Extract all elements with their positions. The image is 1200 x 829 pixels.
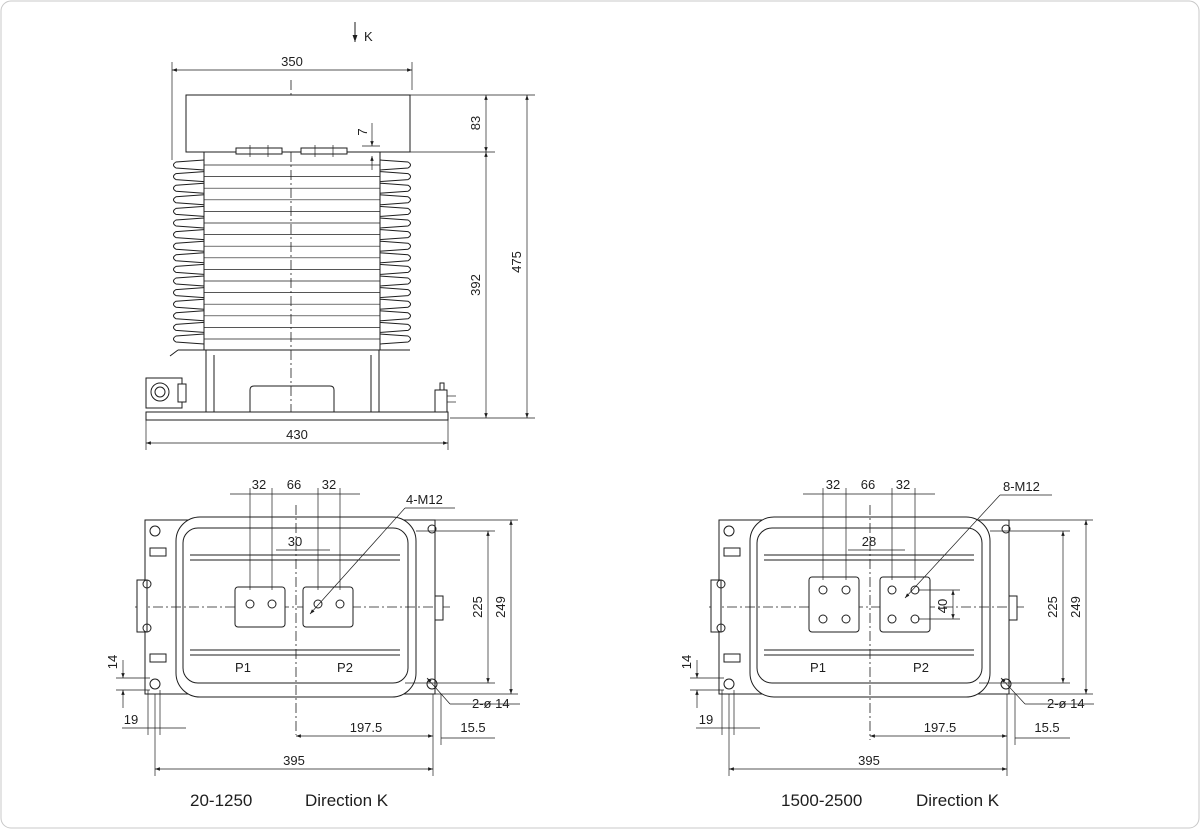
- dim-14: 14: [679, 655, 694, 669]
- dim-197-5: 197.5: [924, 720, 957, 735]
- dim-7: 7: [355, 128, 370, 135]
- dim-475: 475: [509, 251, 524, 273]
- dim-19: 19: [124, 712, 138, 727]
- dim-28: 28: [862, 534, 876, 549]
- dim-32-b: 32: [896, 477, 910, 492]
- caption-direction: Direction K: [916, 791, 1000, 810]
- shed-rib: [173, 229, 411, 241]
- secondary-box: [136, 579, 148, 633]
- flange-inner: [756, 527, 983, 684]
- secondary-terminal: [145, 377, 187, 409]
- dim-14: 14: [105, 655, 120, 669]
- shed-rib: [173, 171, 411, 183]
- thread-label: 8-M12: [1003, 479, 1040, 494]
- dim-225: 225: [470, 596, 485, 618]
- plan-view-1500-2500: P1 P2 32 66 32 28 40 8-M12 225 249 2-ø 1: [679, 477, 1094, 810]
- shed-rib: [173, 321, 411, 333]
- dim-19: 19: [699, 712, 713, 727]
- terminal-pad-p1: [808, 576, 860, 633]
- caption-direction: Direction K: [305, 791, 389, 810]
- base-plate: [145, 411, 449, 421]
- side-view: K: [145, 22, 535, 450]
- dim-430: 430: [286, 427, 308, 442]
- view-direction-label: K: [364, 29, 373, 44]
- terminal-pad-p1: [234, 586, 286, 628]
- dim-15-5: 15.5: [1034, 720, 1059, 735]
- dim-30: 30: [288, 534, 302, 549]
- dim-392: 392: [468, 274, 483, 296]
- label-p2: P2: [337, 660, 353, 675]
- hole-label: 2-ø 14: [472, 696, 510, 711]
- dim-32-a: 32: [826, 477, 840, 492]
- earth-bolt: [434, 595, 444, 621]
- label-p1: P1: [235, 660, 251, 675]
- dim-40: 40: [935, 599, 950, 613]
- shed-rib: [173, 159, 411, 171]
- dim-395: 395: [858, 753, 880, 768]
- earth-bolt: [434, 382, 456, 413]
- label-p1: P1: [810, 660, 826, 675]
- dim-15-5: 15.5: [460, 720, 485, 735]
- shed-rib: [173, 217, 411, 229]
- shed-rib: [173, 310, 411, 322]
- top-cap: [185, 94, 411, 153]
- dim-395: 395: [283, 753, 305, 768]
- shed-rib: [173, 298, 411, 310]
- terminal-pad-p2: [302, 586, 354, 628]
- mounting-hole: [149, 678, 161, 690]
- dim-32-b: 32: [322, 477, 336, 492]
- dim-249: 249: [493, 596, 508, 618]
- shed-rib: [173, 182, 411, 194]
- dim-350: 350: [281, 54, 303, 69]
- dim-32-a: 32: [252, 477, 266, 492]
- mounting-hole: [723, 525, 735, 537]
- caption-rating: 1500-2500: [781, 791, 862, 810]
- insulator-sheds: [173, 159, 411, 345]
- terminal-block-p1: [235, 147, 283, 155]
- shed-rib: [173, 333, 411, 345]
- secondary-box: [710, 579, 722, 633]
- terminal-pad-p2: [879, 576, 931, 633]
- flange-inner: [182, 527, 409, 684]
- hole-label: 2-ø 14: [1047, 696, 1085, 711]
- dim-197-5: 197.5: [350, 720, 383, 735]
- shed-rib: [173, 205, 411, 217]
- dim-66: 66: [287, 477, 301, 492]
- mounting-hole: [426, 678, 438, 690]
- shed-rib: [173, 263, 411, 275]
- terminal-block-p2: [300, 147, 348, 155]
- base-arch: [249, 385, 335, 412]
- dim-249: 249: [1068, 596, 1083, 618]
- mounting-hole: [149, 525, 161, 537]
- shed-rib: [173, 240, 411, 252]
- shed-rib: [173, 252, 411, 264]
- dim-66: 66: [861, 477, 875, 492]
- caption-rating: 20-1250: [190, 791, 252, 810]
- shed-rib: [173, 287, 411, 299]
- mounting-hole: [723, 678, 735, 690]
- plan-view-20-1250: P1 P2 32 66 32 30 4-M12 225 249 2-ø 14: [105, 477, 520, 810]
- dim-225: 225: [1045, 596, 1060, 618]
- dim-83: 83: [468, 116, 483, 130]
- earth-bolt: [1008, 595, 1018, 621]
- shed-rib: [173, 275, 411, 287]
- mounting-hole: [427, 524, 437, 534]
- mounting-hole: [1000, 678, 1012, 690]
- shed-rib: [173, 194, 411, 206]
- label-p2: P2: [913, 660, 929, 675]
- thread-label: 4-M12: [406, 492, 443, 507]
- mounting-hole: [1001, 524, 1011, 534]
